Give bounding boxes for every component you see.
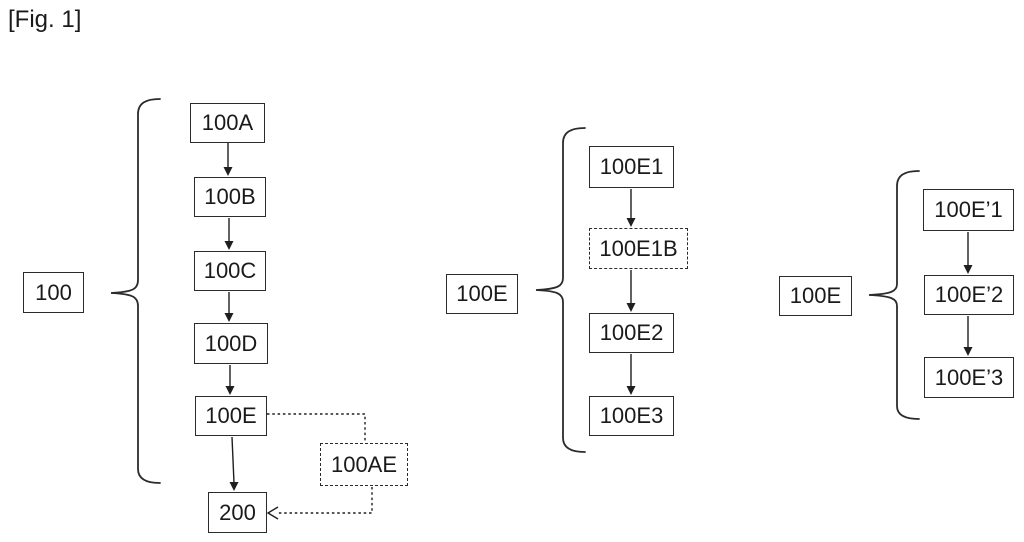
- node-100E1B: 100E1B: [589, 228, 688, 269]
- arrow-100E1-100E1B: [626, 189, 636, 227]
- arrow-100D-100E: [225, 365, 235, 395]
- brace-group-100E-variant: [868, 170, 920, 420]
- node-200: 200: [208, 492, 267, 533]
- arrow-100A-100B: [223, 143, 233, 176]
- brace-group-100: [110, 98, 161, 484]
- node-100B: 100B: [194, 177, 266, 217]
- node-100E-prime-2: 100E’2: [924, 275, 1014, 315]
- node-100E-prime-3: 100E’3: [924, 357, 1014, 398]
- group-label-100E-detail: 100E: [446, 274, 518, 314]
- node-100E3: 100E3: [589, 396, 674, 436]
- arrow-100B-100C: [224, 218, 234, 250]
- node-100AE: 100AE: [320, 443, 408, 486]
- node-100D: 100D: [194, 323, 268, 364]
- dotted-connector-100AE-200: [278, 487, 373, 514]
- brace-group-100E-detail: [535, 127, 586, 453]
- node-100C: 100C: [194, 251, 266, 291]
- figure-label: [Fig. 1]: [8, 6, 82, 33]
- dotted-connector-100E-100AE: [267, 413, 366, 442]
- arrow-100C-100D: [224, 292, 234, 322]
- group-label-100: 100: [23, 272, 84, 313]
- node-100E-prime-1: 100E’1: [923, 189, 1014, 231]
- node-100E1: 100E1: [589, 146, 674, 188]
- arrow-100Ep1-100Ep2: [963, 232, 973, 274]
- arrow-100E1B-100E2: [626, 270, 636, 312]
- node-100E2: 100E2: [589, 313, 674, 353]
- arrow-100Ep2-100Ep3: [963, 316, 973, 356]
- arrow-100E2-100E3: [626, 354, 636, 395]
- node-100E: 100E: [195, 396, 267, 436]
- node-100A: 100A: [190, 103, 265, 143]
- group-label-100E-variant: 100E: [779, 276, 852, 316]
- dotted-arrowhead-into-200: [266, 506, 279, 520]
- arrow-100E-200: [229, 436, 239, 491]
